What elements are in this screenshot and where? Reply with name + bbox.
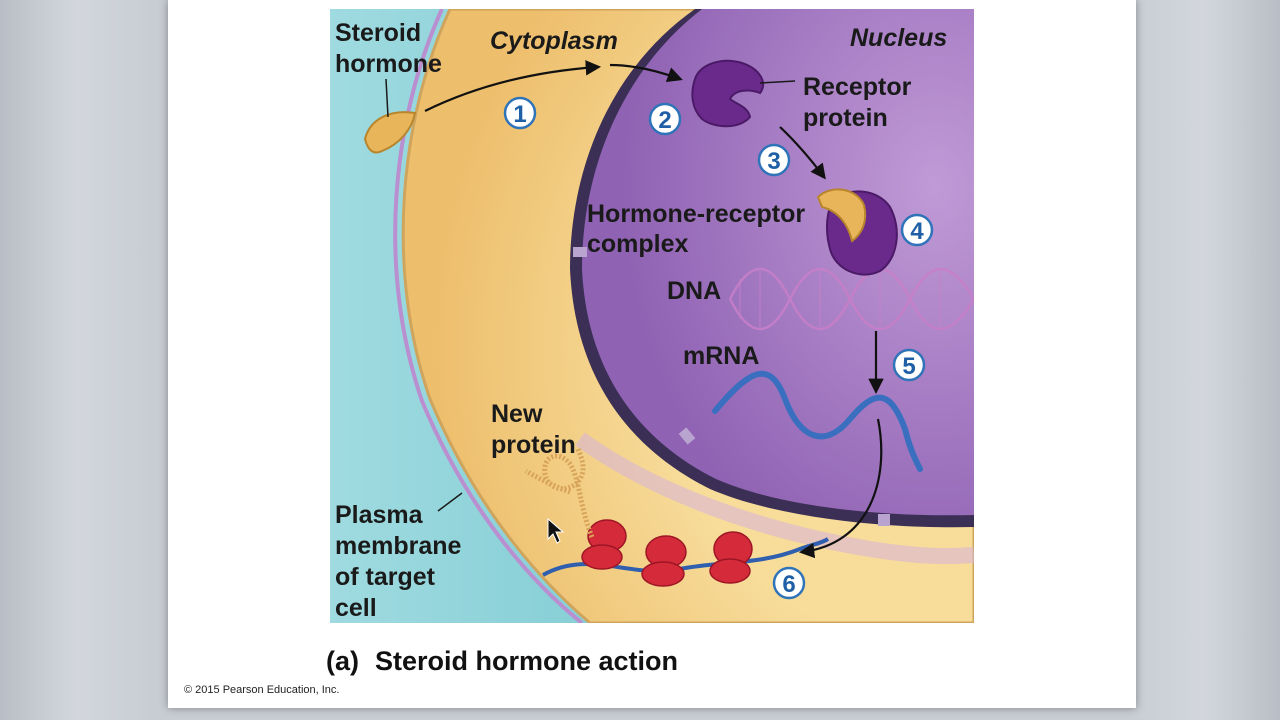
svg-text:6: 6 [782, 571, 795, 598]
step-marker-3: 3 [757, 143, 791, 177]
svg-text:5: 5 [902, 353, 915, 380]
figure-caption: (a) Steroid hormone action [326, 646, 678, 677]
dna-helix [728, 267, 974, 331]
step-marker-4: 4 [900, 213, 934, 247]
slide-header [168, 0, 1136, 5]
svg-text:4: 4 [910, 218, 924, 245]
svg-text:1: 1 [513, 101, 526, 128]
label-dna: DNA [667, 277, 721, 305]
slide: Steroid hormone Cytoplasm Nucleus Recept… [168, 0, 1136, 708]
steroid-hormone-molecule [363, 111, 417, 154]
steroid-hormone-diagram: Steroid hormone Cytoplasm Nucleus Recept… [330, 9, 974, 623]
arrow-to-receptor [609, 63, 683, 83]
arrow-to-complex [779, 126, 826, 180]
ribosome [709, 531, 753, 584]
receptor-protein [691, 59, 765, 128]
plasma-membrane-leader [437, 492, 463, 512]
label-new-protein: New protein [491, 400, 576, 459]
step-marker-5: 5 [892, 348, 926, 382]
svg-text:3: 3 [767, 148, 780, 175]
arrow-to-ribosome [798, 418, 883, 559]
ribosome [641, 535, 687, 587]
caption-title: Steroid hormone action [375, 646, 679, 676]
mrna-strand [712, 370, 923, 472]
label-plasma-membrane: Plasma membrane of target cell [335, 501, 468, 622]
label-cytoplasm: Cytoplasm [490, 27, 618, 55]
receptor-leader [759, 80, 796, 84]
step-marker-1: 1 [503, 96, 537, 130]
new-protein-chain [524, 448, 595, 538]
label-receptor-protein: Receptor protein [803, 73, 918, 132]
step-marker-2: 2 [648, 102, 682, 136]
bound-hormone [816, 188, 867, 243]
label-steroid-hormone: Steroid hormone [335, 19, 442, 78]
arrow-hormone-entry [424, 60, 602, 112]
ribosome [581, 519, 627, 570]
er-membrane [575, 432, 974, 565]
mouse-cursor [547, 517, 565, 544]
steroid-hormone-leader [385, 78, 389, 118]
nuclear-pores [573, 247, 890, 526]
label-mrna: mRNA [683, 342, 759, 370]
copyright-notice: © 2015 Pearson Education, Inc. [184, 684, 340, 696]
label-nucleus: Nucleus [850, 24, 947, 52]
step-marker-6: 6 [772, 566, 806, 600]
svg-text:2: 2 [658, 107, 671, 134]
caption-part: (a) [326, 646, 359, 676]
label-hormone-receptor-complex: Hormone-receptor complex [587, 200, 812, 258]
